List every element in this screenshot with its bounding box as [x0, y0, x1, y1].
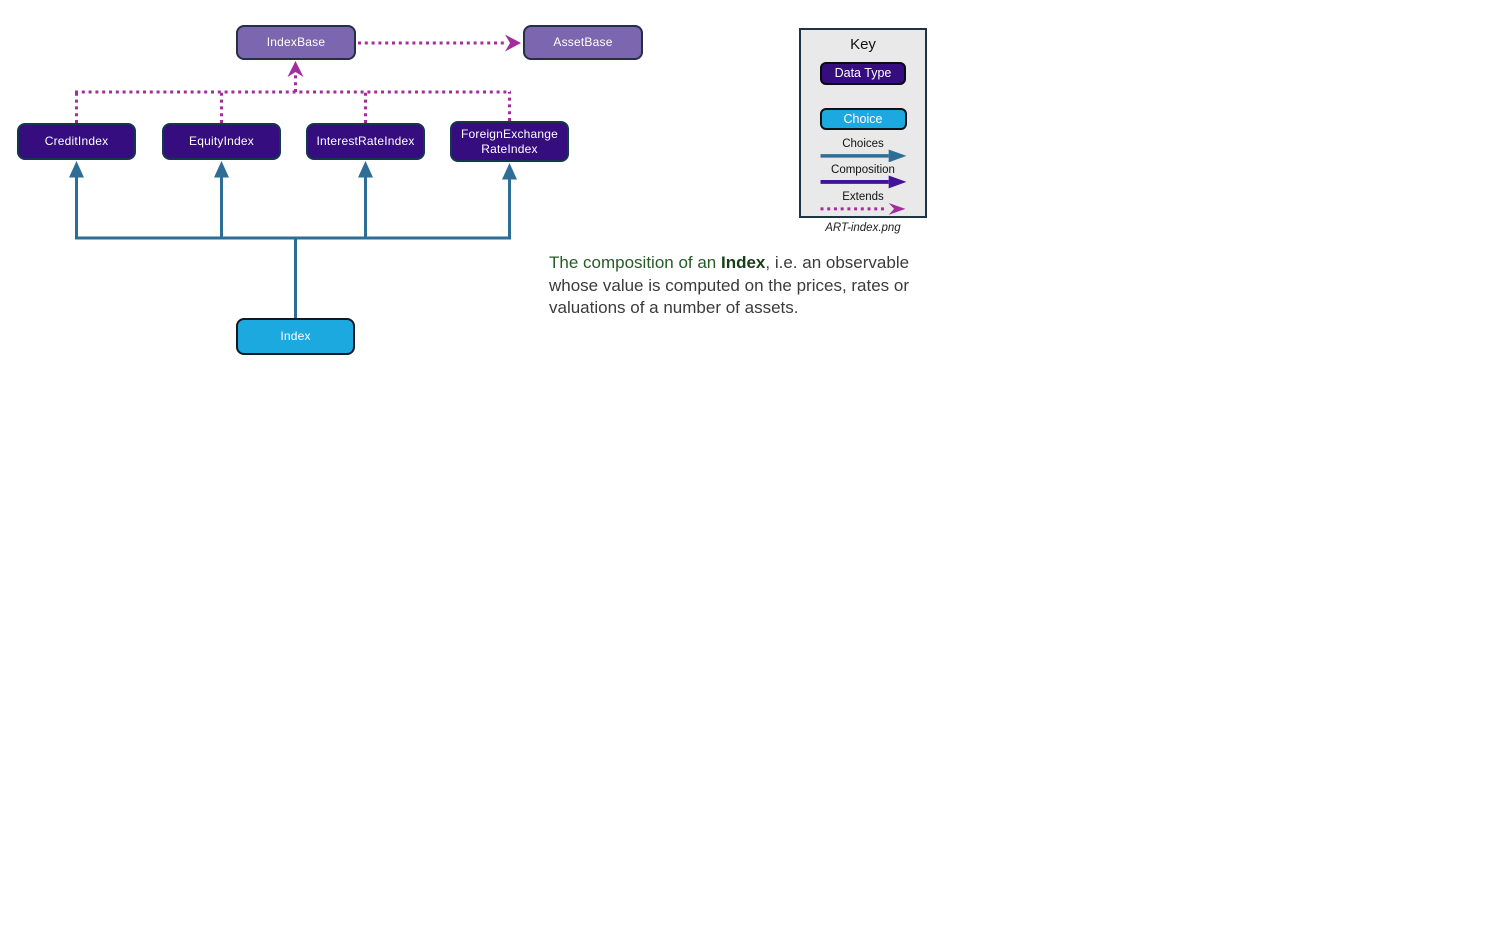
node-index-base: IndexBase [236, 25, 356, 60]
annotation-text: The composition of an Index, i.e. an obs… [549, 252, 943, 320]
key-choice-box: Choice [819, 107, 907, 130]
choices-arrowhead [214, 161, 229, 178]
extends-arrowhead [505, 34, 521, 52]
node-equity-index: EquityIndex [162, 123, 281, 160]
composition-arrow-icon [820, 175, 907, 189]
key-extends-label: Extends [842, 191, 884, 204]
choices-arrowhead [502, 163, 517, 180]
extends-arrowhead [287, 61, 304, 77]
key-choices-label: Choices [842, 137, 884, 150]
node-index: Index [236, 318, 355, 355]
node-label: ForeignExchange RateIndex [460, 126, 559, 156]
key-composition-label: Composition [831, 164, 895, 177]
node-foreign-exchange-rate-index: ForeignExchange RateIndex [450, 121, 569, 162]
key-caption: ART-index.png [825, 222, 901, 234]
node-asset-base: AssetBase [523, 25, 643, 60]
choices-arrowhead [69, 161, 84, 178]
node-label: AssetBase [553, 35, 613, 49]
key-data-type-label: Data Type [834, 66, 892, 81]
choices-arrow-icon [820, 149, 907, 162]
extends-arrow-icon [820, 203, 906, 216]
key-panel: Key Data Type Choice Choices Composition… [799, 28, 927, 218]
node-label: CreditIndex [44, 134, 109, 148]
node-interest-rate-index: InterestRateIndex [306, 123, 425, 160]
annotation-segment: , [765, 253, 771, 272]
annotation-segment: i.e. an observable whose value is comput… [549, 253, 910, 317]
key-data-type-box: Data Type [820, 62, 906, 85]
annotation-segment: . [793, 298, 799, 317]
key-choice-label: Choice [843, 111, 883, 126]
choices-arrowhead [358, 161, 373, 178]
extends-edges [75, 34, 521, 123]
choices-edges [69, 161, 517, 319]
node-credit-index: CreditIndex [17, 123, 136, 160]
node-label: EquityIndex [189, 134, 254, 148]
node-label: IndexBase [266, 35, 326, 49]
node-label: Index [280, 329, 311, 343]
node-label: InterestRateIndex [316, 134, 415, 148]
annotation-segment: The composition of an [549, 253, 721, 272]
annotation-segment: Index [720, 253, 766, 272]
diagram-connectors [69, 34, 521, 319]
key-title: Key [850, 36, 876, 53]
